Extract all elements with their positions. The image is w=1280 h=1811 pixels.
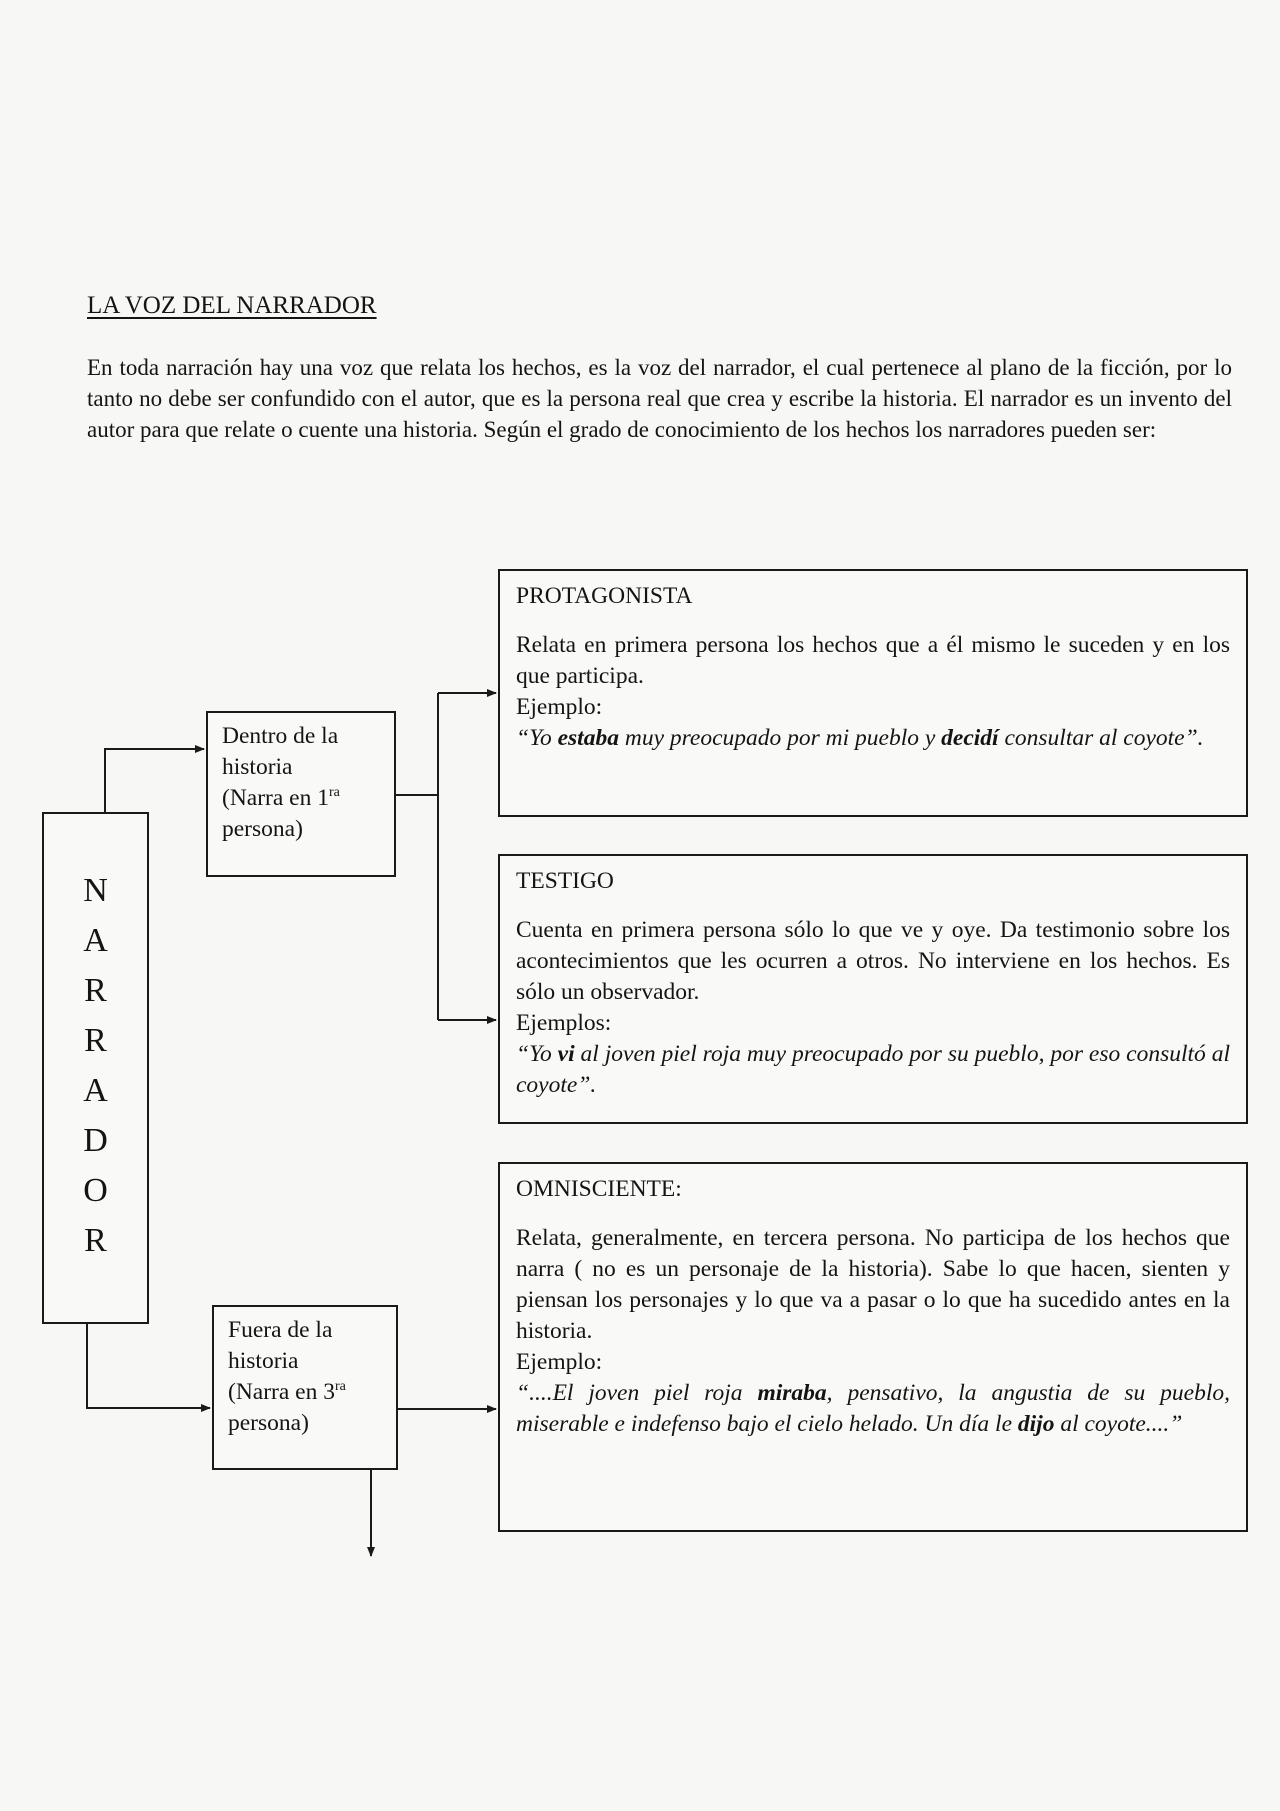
testigo-example-label: Ejemplos: <box>516 1010 612 1036</box>
protagonista-description: Relata en primera persona los hechos que… <box>516 632 1230 689</box>
omnisciente-box: OMNISCIENTE: Relata, generalmente, en te… <box>498 1162 1248 1532</box>
narrador-letters: N A R R A D O R <box>44 866 147 1266</box>
inside-story-box: Dentro de la historia (Narra en 1ra pers… <box>206 711 396 877</box>
narrador-letter: D <box>83 1122 108 1159</box>
page-title: LA VOZ DEL NARRADOR <box>87 292 377 319</box>
protagonista-example: “Yo estaba muy preocupado por mi pueblo … <box>516 725 1204 751</box>
protagonista-box: PROTAGONISTA Relata en primera persona l… <box>498 569 1248 817</box>
testigo-description: Cuenta en primera persona sólo lo que ve… <box>516 917 1230 1005</box>
narrador-letter: N <box>83 872 108 909</box>
omnisciente-description: Relata, generalmente, en tercera persona… <box>516 1225 1230 1344</box>
inside-line-4: persona) <box>222 816 303 842</box>
outside-line-2: historia <box>228 1348 299 1374</box>
omnisciente-heading: OMNISCIENTE: <box>516 1176 682 1202</box>
inside-line-1: Dentro de la <box>222 723 339 749</box>
narrador-letter: A <box>83 1072 108 1109</box>
intro-paragraph: En toda narración hay una voz que relata… <box>87 355 1232 442</box>
outside-story-box: Fuera de la historia (Narra en 3ra perso… <box>212 1305 398 1470</box>
connector-root-to-inside <box>104 745 205 812</box>
omnisciente-example-label: Ejemplo: <box>516 1349 603 1375</box>
outside-line-3: (Narra en 3ra <box>228 1379 346 1405</box>
testigo-box: TESTIGO Cuenta en primera persona sólo l… <box>498 854 1248 1124</box>
narrador-letter: R <box>84 1022 107 1059</box>
outside-line-4: persona) <box>228 1410 309 1436</box>
narrador-letter: R <box>84 1222 107 1259</box>
protagonista-heading: PROTAGONISTA <box>516 583 693 609</box>
narrador-root-box: N A R R A D O R <box>42 812 149 1324</box>
protagonista-example-label: Ejemplo: <box>516 694 603 720</box>
testigo-example: “Yo vi al joven piel roja muy preocupado… <box>516 1041 1230 1098</box>
testigo-heading: TESTIGO <box>516 868 614 894</box>
omnisciente-example: “....El joven piel roja miraba, pensativ… <box>516 1380 1230 1437</box>
narrador-letter: R <box>84 972 107 1009</box>
connector-root-to-outside <box>86 1324 211 1412</box>
inside-line-3: (Narra en 1ra <box>222 785 340 811</box>
outside-line-1: Fuera de la <box>228 1317 333 1343</box>
narrador-letter: O <box>83 1172 108 1209</box>
inside-line-2: historia <box>222 754 293 780</box>
narrador-letter: A <box>83 922 108 959</box>
